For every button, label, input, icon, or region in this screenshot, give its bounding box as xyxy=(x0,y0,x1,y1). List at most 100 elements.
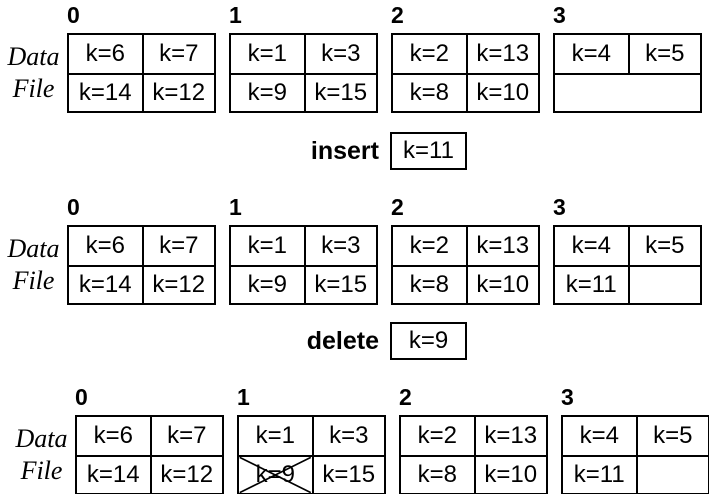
bucket-0: 0 k=6 k=7 k=14 k=12 xyxy=(75,386,224,494)
key-cell: k=15 xyxy=(311,455,384,493)
bucket-index-label: 2 xyxy=(399,384,412,410)
key-cell: k=13 xyxy=(465,227,539,265)
key-cell: k=12 xyxy=(141,73,214,111)
empty-cell xyxy=(635,455,708,493)
bucket-3: 3 k=4 k=5 xyxy=(553,4,702,113)
key-cell: k=5 xyxy=(627,35,701,73)
key-cell: k=3 xyxy=(303,227,377,265)
bucket-2: 2 k=2 k=13 k=8 k=10 xyxy=(399,386,548,494)
bucket-3: 3 k=4 k=5 k=11 xyxy=(553,196,702,305)
data-file-label-line2: File xyxy=(12,266,55,295)
bucket-row-section-1: Data File 0 k=6 k=7 k=14 k=12 1 k=1 k=3 … xyxy=(0,4,702,113)
bucket-1: 1 k=1 k=3 k=9 k=15 xyxy=(229,196,378,305)
key-cell: k=10 xyxy=(465,73,538,111)
data-file-label: Data File xyxy=(8,415,75,494)
data-file-label-line2: File xyxy=(20,456,63,485)
key-cell: k=6 xyxy=(93,422,133,449)
key-cell: k=13 xyxy=(465,35,539,73)
bucket-box: k=1 k=3 k=9 k=15 xyxy=(229,33,378,113)
key-cell: k=7 xyxy=(149,417,223,455)
key-cell: k=7 xyxy=(141,227,215,265)
bucket-index-label: 3 xyxy=(553,2,566,28)
key-cell: k=4 xyxy=(571,232,611,259)
deleted-key-label: k=9 xyxy=(255,461,295,488)
bucket-box: k=2 k=13 k=8 k=10 xyxy=(391,225,540,305)
key-cell: k=3 xyxy=(303,35,377,73)
insert-key-box: k=11 xyxy=(390,132,467,170)
key-cell: k=6 xyxy=(85,40,125,67)
operation-row-delete: delete k=9 xyxy=(0,322,467,360)
key-cell: k=11 xyxy=(563,455,636,493)
key-cell: k=15 xyxy=(303,73,376,111)
bucket-index-label: 1 xyxy=(229,194,242,220)
bucket-index-label: 3 xyxy=(553,194,566,220)
key-cell: k=2 xyxy=(409,232,449,259)
bucket-box: k=6 k=7 k=14 k=12 xyxy=(67,33,216,113)
bucket-0: 0 k=6 k=7 k=14 k=12 xyxy=(67,4,216,113)
key-cell: k=14 xyxy=(69,265,142,303)
key-cell: k=13 xyxy=(473,417,547,455)
bucket-box: k=1 k=3 k=9 k=15 xyxy=(229,225,378,305)
key-cell: k=15 xyxy=(303,265,376,303)
bucket-box: k=2 k=13 k=8 k=10 xyxy=(399,415,548,494)
empty-cell xyxy=(555,73,700,111)
bucket-1: 1 k=1 k=3 k=9 k=15 xyxy=(237,386,386,494)
key-cell: k=6 xyxy=(85,232,125,259)
key-cell: k=10 xyxy=(473,455,546,493)
key-cell: k=2 xyxy=(409,40,449,67)
delete-key-box: k=9 xyxy=(390,322,467,360)
key-cell: k=4 xyxy=(579,422,619,449)
key-cell: k=2 xyxy=(417,422,457,449)
bucket-3: 3 k=4 k=5 k=11 xyxy=(561,386,709,494)
key-cell: k=5 xyxy=(627,227,701,265)
bucket-index-label: 2 xyxy=(391,2,404,28)
key-cell: k=7 xyxy=(141,35,215,73)
empty-cell xyxy=(627,265,700,303)
x-mark-icon xyxy=(239,457,312,493)
data-file-label: Data File xyxy=(0,33,67,113)
bucket-box: k=6 k=7 k=14 k=12 xyxy=(67,225,216,305)
bucket-index-label: 1 xyxy=(237,384,250,410)
bucket-2: 2 k=2 k=13 k=8 k=10 xyxy=(391,196,540,305)
key-cell: k=14 xyxy=(77,455,150,493)
bucket-0: 0 k=6 k=7 k=14 k=12 xyxy=(67,196,216,305)
bucket-row-section-3: Data File 0 k=6 k=7 k=14 k=12 1 k=1 k=3 xyxy=(8,386,709,494)
key-cell: k=12 xyxy=(149,455,222,493)
bucket-index-label: 2 xyxy=(391,194,404,220)
bucket-box: k=1 k=3 k=9 k=15 xyxy=(237,415,386,494)
key-cell: k=11 xyxy=(555,265,628,303)
bucket-row-section-2: Data File 0 k=6 k=7 k=14 k=12 1 k=1 k=3 … xyxy=(0,196,702,305)
data-file-label-line2: File xyxy=(12,74,55,103)
key-cell: k=12 xyxy=(141,265,214,303)
key-cell: k=1 xyxy=(255,422,295,449)
key-cell: k=5 xyxy=(635,417,709,455)
bucket-box: k=2 k=13 k=8 k=10 xyxy=(391,33,540,113)
key-cell: k=9 xyxy=(231,265,304,303)
bucket-index-label: 3 xyxy=(561,384,574,410)
data-file-label-line1: Data xyxy=(7,42,60,71)
bucket-index-label: 1 xyxy=(229,2,242,28)
key-cell: k=1 xyxy=(247,232,287,259)
key-cell: k=8 xyxy=(401,455,474,493)
insert-operation-label: insert xyxy=(310,136,379,165)
bucket-box: k=4 k=5 xyxy=(553,33,702,113)
key-cell: k=8 xyxy=(393,73,466,111)
key-cell: k=3 xyxy=(311,417,385,455)
deleted-key-cell: k=9 xyxy=(239,455,312,493)
bucket-index-label: 0 xyxy=(67,2,80,28)
data-file-label-line1: Data xyxy=(15,424,68,453)
operation-row-insert: insert k=11 xyxy=(0,132,467,170)
bucket-index-label: 0 xyxy=(75,384,88,410)
bucket-index-label: 0 xyxy=(67,194,80,220)
key-cell: k=1 xyxy=(247,40,287,67)
bucket-box: k=4 k=5 k=11 xyxy=(561,415,709,494)
key-cell: k=10 xyxy=(465,265,538,303)
bucket-1: 1 k=1 k=3 k=9 k=15 xyxy=(229,4,378,113)
bucket-box: k=4 k=5 k=11 xyxy=(553,225,702,305)
delete-operation-label: delete xyxy=(306,326,379,355)
key-cell: k=8 xyxy=(393,265,466,303)
bucket-2: 2 k=2 k=13 k=8 k=10 xyxy=(391,4,540,113)
bucket-box: k=6 k=7 k=14 k=12 xyxy=(75,415,224,494)
key-cell: k=9 xyxy=(231,73,304,111)
